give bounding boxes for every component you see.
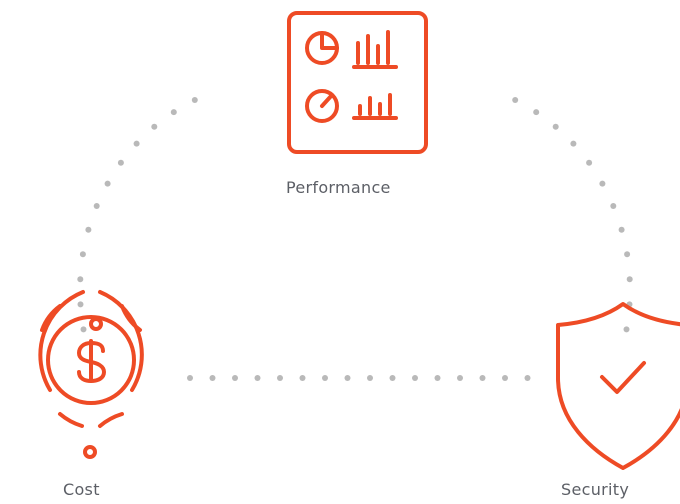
connector-dot-cost-performance — [170, 109, 177, 116]
connector-dot-performance-security — [586, 159, 593, 166]
connector-dot-cost-performance — [79, 251, 86, 258]
connector-dot-cost-security — [254, 375, 261, 381]
connector-dot-cost-security — [322, 375, 328, 381]
connector-dot-cost-security — [299, 375, 306, 381]
connector-dot-performance-security — [533, 109, 540, 116]
connector-dot-cost-security — [524, 375, 531, 381]
connector-dot-performance-security — [599, 180, 606, 187]
connector-dot-cost-performance — [133, 140, 140, 147]
connector-dot-cost-performance — [104, 180, 111, 187]
connector-dot-performance-security — [624, 251, 631, 258]
connector-dot-cost-performance — [80, 326, 87, 333]
connector-dot-cost-security — [389, 375, 396, 381]
connector-dot-cost-performance — [77, 276, 84, 283]
connector-dot-cost-security — [457, 375, 463, 381]
connector-dot-cost-performance — [77, 301, 84, 308]
connector-dot-performance-security — [552, 123, 559, 130]
connector-dot-cost-performance — [151, 123, 158, 130]
connector-dot-performance-security — [618, 226, 625, 233]
connector-dot-performance-security — [623, 326, 630, 333]
connector-dot-cost-security — [209, 375, 216, 381]
connectors — [77, 97, 633, 381]
connector-dot-performance-security — [626, 276, 633, 283]
connector-dot-cost-performance — [93, 203, 100, 209]
connector-dot-performance-security — [610, 203, 617, 209]
connector-dot-cost-security — [479, 375, 486, 381]
connector-dot-cost-security — [277, 375, 283, 381]
performance-label: Performance — [286, 178, 391, 197]
connector-dot-cost-performance — [85, 226, 92, 233]
security-label: Security — [561, 480, 630, 499]
connector-dot-cost-security — [434, 375, 441, 381]
connector-dot-cost-security — [367, 375, 373, 381]
connector-dot-cost-security — [412, 375, 418, 381]
connector-dot-cost-performance — [191, 97, 198, 103]
dollar-coin-icon — [38, 290, 144, 459]
connector-dot-cost-performance — [117, 159, 124, 166]
dashboard-charts-icon — [287, 11, 428, 154]
connector-dot-cost-security — [232, 375, 238, 381]
connector-dot-cost-security — [502, 375, 508, 381]
connector-dot-performance-security — [512, 97, 519, 103]
shield-check-icon — [556, 302, 680, 470]
connector-dot-performance-security — [570, 140, 577, 147]
cost-label: Cost — [63, 480, 100, 499]
connector-dot-cost-security — [187, 375, 193, 381]
connector-dot-cost-security — [344, 375, 351, 381]
